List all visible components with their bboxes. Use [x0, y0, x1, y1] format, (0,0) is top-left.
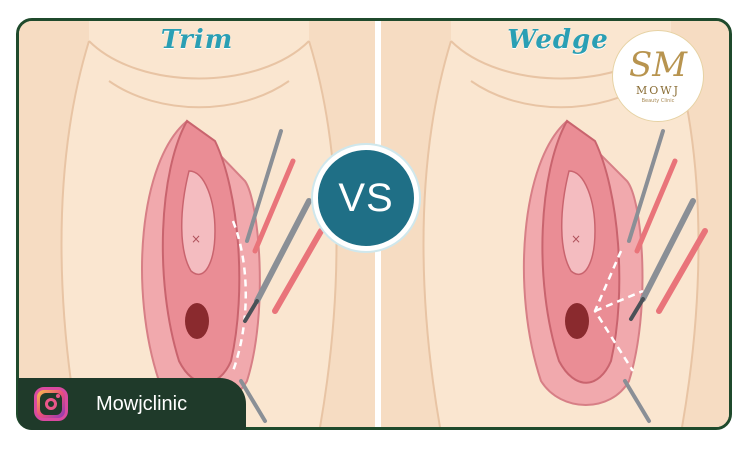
instagram-handle[interactable]: Mowjclinic	[96, 392, 188, 415]
wedge-title: Wedge	[507, 25, 609, 55]
svg-text:×: ×	[571, 232, 581, 246]
wedge-panel: × Wedge	[381, 21, 729, 427]
logo-name: MOWJ	[636, 84, 680, 97]
logo-tagline: Beauty Clinic	[641, 98, 675, 104]
instagram-icon	[34, 387, 68, 421]
vs-badge: VS	[313, 145, 419, 251]
svg-text:×: ×	[191, 232, 201, 246]
wedge-illustration: ×	[381, 21, 729, 427]
trim-title: Trim	[160, 25, 234, 55]
logo-monogram: SM	[628, 45, 688, 85]
instagram-badge[interactable]: Mowjclinic	[18, 378, 246, 430]
clinic-logo: SM MOWJ Beauty Clinic	[612, 30, 704, 122]
